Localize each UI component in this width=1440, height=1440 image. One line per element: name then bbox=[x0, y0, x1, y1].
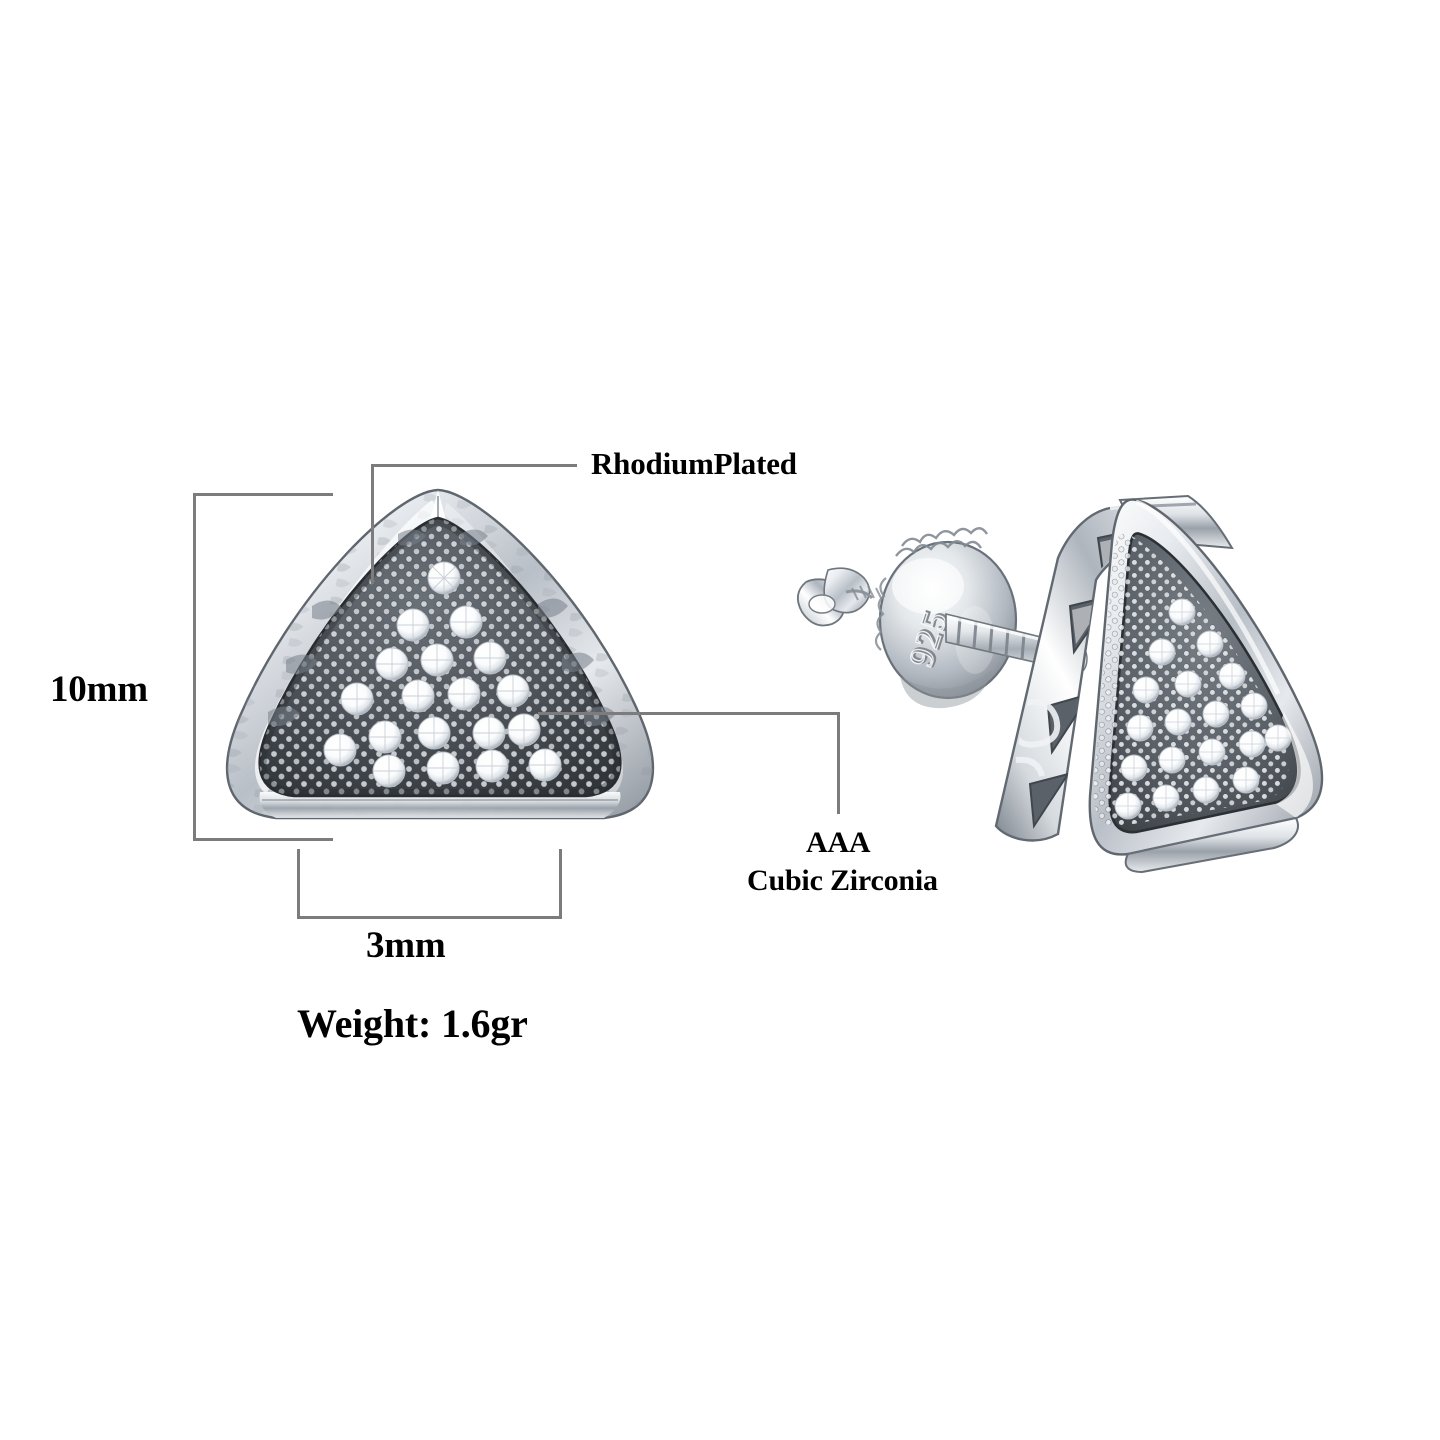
angled-view-earring: 925 925 bbox=[796, 494, 1324, 874]
screw-back-disc: 925 925 bbox=[874, 527, 1018, 709]
width-bracket-right-tick bbox=[559, 849, 562, 919]
height-measurement-label: 10mm bbox=[50, 669, 148, 710]
weight-label: Weight: 1.6gr bbox=[297, 1001, 528, 1046]
svg-text:925: 925 bbox=[903, 606, 956, 672]
rhodium-plated-label: RhodiumPlated bbox=[591, 446, 797, 481]
earring-nut bbox=[796, 567, 883, 627]
stone-type-label: Cubic Zirconia bbox=[747, 864, 938, 897]
svg-text:925: 925 bbox=[904, 605, 957, 671]
rhodium-leader-horizontal bbox=[371, 464, 577, 467]
stone-grade-label: AAA bbox=[806, 826, 871, 859]
width-bracket-left-tick bbox=[297, 849, 300, 919]
height-bracket-bottom-tick bbox=[193, 838, 333, 841]
front-view-earring bbox=[225, 488, 655, 820]
stones-leader-vertical bbox=[837, 712, 840, 814]
height-bracket-top-tick bbox=[193, 493, 333, 496]
width-measurement-label: 3mm bbox=[366, 925, 446, 966]
metal-stamp-925: 925 925 bbox=[902, 604, 959, 673]
stones-leader-horizontal bbox=[538, 712, 840, 715]
width-bracket-stem bbox=[297, 916, 562, 919]
pave-stones-angled bbox=[1114, 598, 1292, 820]
height-bracket-stem bbox=[193, 493, 196, 841]
pave-stones-front bbox=[323, 561, 562, 788]
rhodium-leader-vertical bbox=[371, 464, 374, 584]
threaded-post bbox=[945, 612, 1088, 674]
